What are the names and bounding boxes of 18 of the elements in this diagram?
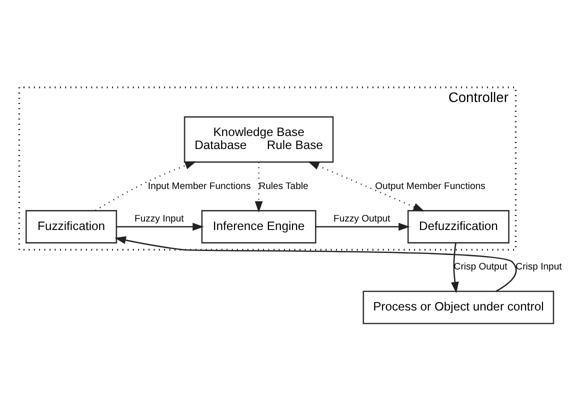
arrow (254, 162, 263, 212)
node-box: Knowledge Base Database Rule Base (184, 116, 334, 162)
arrow (116, 222, 204, 230)
arrow (316, 222, 410, 230)
edge-label: Rules Table (258, 180, 308, 192)
edge-label: Fuzzy Output (334, 212, 390, 224)
edge-label: Output Member Functions (375, 180, 486, 192)
arrow (95, 160, 196, 211)
node-box: Process or Object under control (362, 290, 554, 324)
node-box: Inference Engine (201, 210, 316, 243)
arrow (114, 236, 517, 292)
arrow (451, 242, 459, 293)
edge-label: Crisp Input (516, 261, 562, 272)
node-box: Defuzzification (407, 210, 510, 243)
edge-label: Input Member Functions (148, 180, 251, 192)
node-box: Fuzzification (26, 210, 118, 243)
arrow (308, 160, 425, 211)
edge-label: Fuzzy Input (134, 212, 184, 224)
